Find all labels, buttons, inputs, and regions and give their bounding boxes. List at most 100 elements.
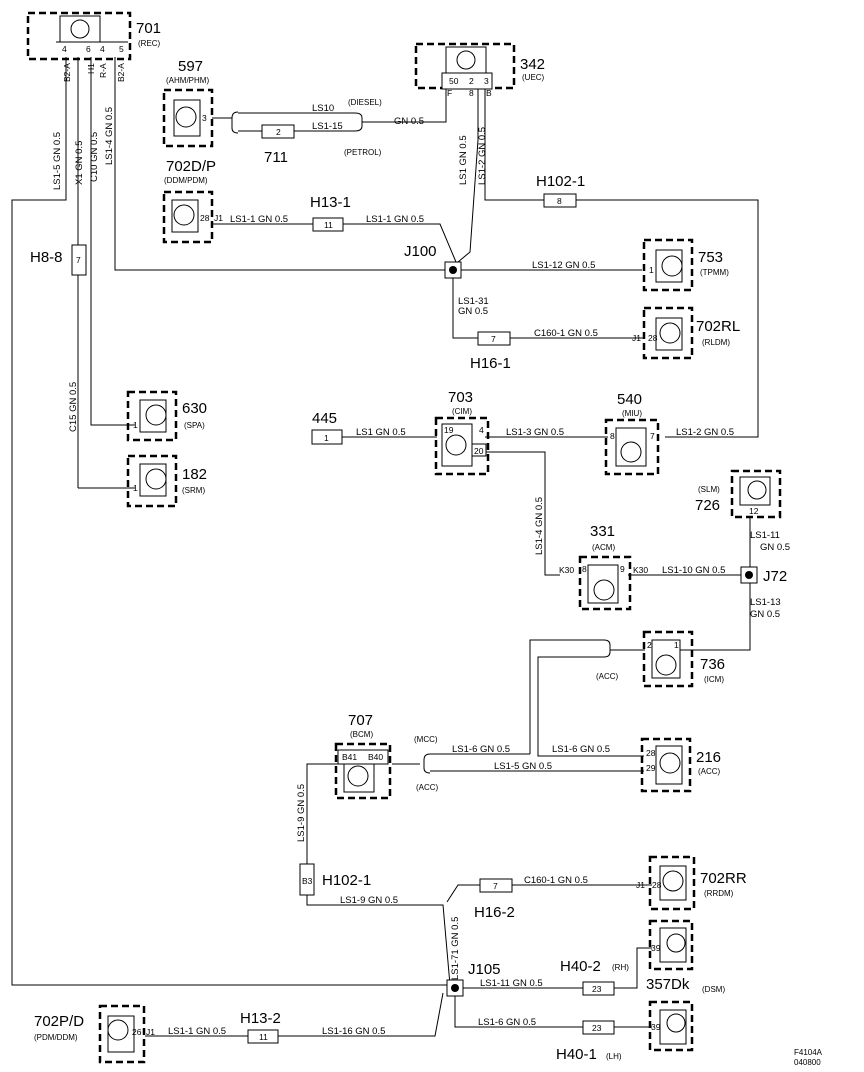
pin-label: 3 [484,76,489,86]
wire-label: GN 0.5 [394,116,424,127]
wire-label: LS1-71 GN 0.5 [450,917,461,980]
pin-label: 39 [651,943,661,953]
pin-label: 28 [200,213,210,223]
pin-label: 8 [610,431,615,441]
component-702dp-sub: (DDM/PDM) [164,176,208,185]
wire-label: C10 GN 0.5 [89,132,100,182]
connector-h16-2-label: H16-2 [474,904,515,921]
component-182-label: 182 [182,466,207,483]
junction-j105-label: J105 [468,961,501,978]
wire-label: C160-1 GN 0.5 [524,875,588,886]
pin-label: 39 [651,1022,661,1032]
component-701-sub: (REC) [138,39,161,48]
wire-label: LS1-13 [750,597,781,608]
pin-label: 1 [324,433,329,443]
component-736-label: 736 [700,656,725,673]
wire-label: LS1-6 GN 0.5 [452,744,510,755]
component-182-sub: (SRM) [182,486,205,495]
pin-label: B3 [302,876,313,886]
junction-j72-label: J72 [763,568,787,585]
pin-numbers: 4 6 4 5 B2-A H1 R-A B2-A 50 2 3 F 8 B 3 … [62,44,759,1042]
wire-label: LS1-9 GN 0.5 [340,895,398,906]
component-597-sub: (AHM/PHM) [166,76,209,85]
pin-label: 26 [132,1027,142,1037]
wire-label: LS1-5 GN 0.5 [52,132,63,190]
component-331-label: 331 [590,523,615,540]
component-216-label: 216 [696,749,721,766]
pin-label: 28 [652,880,662,890]
wire-label: LS1-12 GN 0.5 [532,260,595,271]
pin-label: 7 [493,881,498,891]
connector-445-label: 445 [312,410,337,427]
pin-label: B41 [342,752,357,762]
connector-h40-2-side-label: (RH) [612,963,629,972]
pin-label: 20 [474,446,484,456]
pin-label: 7 [650,431,655,441]
connector-h8-8-label: H8-8 [30,249,63,266]
pin-label: 4 [100,44,105,54]
wire-label: GN 0.5 [750,609,780,620]
component-702rr-sub: (RRDM) [704,889,734,898]
pin-label: R-A [98,63,108,78]
pin-label: 6 [86,44,91,54]
connector-h16-1-label: H16-1 [470,355,511,372]
wire-lines [11,57,759,1037]
wire-label: LS1-4 GN 0.5 [534,497,545,555]
connector-h102-1-top-label: H102-1 [536,173,585,190]
wire-label: LS1-11 GN 0.5 [480,978,543,989]
pin-label: 4 [479,425,484,435]
wire-label: LS1 GN 0.5 [458,135,469,185]
wire-label: C15 GN 0.5 [68,382,79,432]
pin-label: 23 [592,1023,602,1033]
component-630-label: 630 [182,400,207,417]
pin-label: J1 [146,1027,155,1037]
pin-label: B2-A [116,63,126,82]
component-753-sub: (TPMM) [700,268,729,277]
branch-acc-label-2: (ACC) [416,783,439,792]
variant-petrol-label: (PETROL) [344,148,382,157]
component-753-label: 753 [698,249,723,266]
pin-label: 8 [582,564,587,574]
drawing-code-line-2: 040800 [794,1058,821,1067]
component-357dk-sub: (DSM) [702,985,725,994]
wire-labels: LS1-5 GN 0.5 X1 GN 0.5 C10 GN 0.5 LS1-4 … [52,103,790,1037]
wire-label: LS1-1 GN 0.5 [230,214,288,225]
connector-bodies [71,124,758,1044]
pin-label: 7 [76,255,81,265]
branch-mcc-label: (MCC) [414,735,438,744]
wire-label: LS1-9 GN 0.5 [296,784,307,842]
component-707-label: 707 [348,712,373,729]
pin-label: 28 [646,748,656,758]
pin-label: 11 [259,1032,268,1042]
pin-label: 2 [276,127,281,137]
wire-label: GN 0.5 [760,542,790,553]
variant-diesel-label: (DIESEL) [348,98,382,107]
connector-h13-2-label: H13-2 [240,1010,281,1027]
connector-h40-2-label: H40-2 [560,958,601,975]
component-labels: 701 (REC) 342 (UEC) 597 (AHM/PHM) 702D/P… [34,20,747,1042]
pin-label: 9 [620,564,625,574]
connector-h40-1-label: H40-1 [556,1046,597,1063]
pin-label: K30 [559,565,574,575]
component-342-label: 342 [520,56,545,73]
pin-label: 1 [674,640,679,650]
drawing-code: F4104A 040800 [794,1048,823,1067]
wire-label: LS1-6 GN 0.5 [478,1017,536,1028]
component-702rl-label: 702RL [696,318,740,335]
pin-label: J1 [636,880,645,890]
component-630-sub: (SPA) [184,421,205,430]
wire-label: GN 0.5 [458,306,488,317]
wire-label: LS1-11 [750,530,780,541]
pin-label: B40 [368,752,383,762]
component-726-label: 726 [695,497,720,514]
pin-label: 4 [62,44,67,54]
pin-label: 1 [649,265,654,275]
pin-label: F [447,88,452,98]
component-540-label: 540 [617,391,642,408]
wire-label: LS1-10 GN 0.5 [662,565,725,576]
component-701-label: 701 [136,20,161,37]
branch-acc-label: (ACC) [596,672,619,681]
component-216-sub: (ACC) [698,767,721,776]
